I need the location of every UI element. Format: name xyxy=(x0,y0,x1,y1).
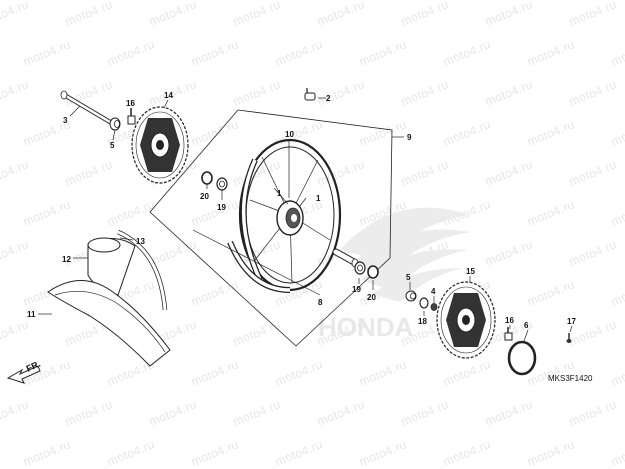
screw-part xyxy=(566,333,572,343)
callout-9: 9 xyxy=(407,133,412,142)
bearing-upper xyxy=(216,177,228,191)
pulser-ring xyxy=(507,340,537,376)
callout-16-right: 16 xyxy=(505,316,514,325)
callout-16-top: 16 xyxy=(126,99,135,108)
callout-19-bottom: 19 xyxy=(352,285,361,294)
diagram-code: MKS3F1420 xyxy=(548,374,593,383)
callout-10: 10 xyxy=(285,130,294,139)
distance-collar xyxy=(332,248,359,268)
tube-part xyxy=(87,237,136,296)
callout-4: 4 xyxy=(431,287,436,296)
callout-13: 13 xyxy=(136,237,145,246)
callout-1-right: 1 xyxy=(316,194,321,203)
rim-band-part xyxy=(117,229,168,311)
callout-19-top: 19 xyxy=(217,203,226,212)
brake-disc-right xyxy=(436,281,496,359)
dust-seal-upper xyxy=(201,171,213,185)
callout-17: 17 xyxy=(567,317,576,326)
axle-part xyxy=(60,90,113,125)
callout-11: 11 xyxy=(27,310,36,319)
brake-disc-left xyxy=(131,106,189,184)
collar-part-top xyxy=(109,117,121,131)
bolt-part-top xyxy=(127,108,136,125)
callout-15: 15 xyxy=(466,267,475,276)
callout-2: 2 xyxy=(326,94,331,103)
callout-12: 12 xyxy=(62,255,71,264)
callout-20-bottom: 20 xyxy=(367,293,376,302)
nut-part xyxy=(430,303,438,311)
bearing-lower xyxy=(354,261,366,275)
leader-lines xyxy=(38,97,573,342)
callout-18: 18 xyxy=(418,317,427,326)
callout-5-top: 5 xyxy=(110,141,115,150)
honda-brand-text: HONDA xyxy=(318,312,414,342)
dust-seal-lower xyxy=(367,265,379,279)
wheel-rim xyxy=(227,138,342,293)
callout-3: 3 xyxy=(63,116,68,125)
assembly-outline xyxy=(149,109,393,347)
valve-part xyxy=(304,88,316,101)
callout-8: 8 xyxy=(318,298,323,307)
collar-part-right xyxy=(405,290,417,302)
washer-part xyxy=(419,297,429,309)
front-direction-arrow: FR. xyxy=(6,359,42,384)
honda-wing-logo xyxy=(340,207,470,302)
callout-1-left: 1 xyxy=(277,189,282,198)
callout-6: 6 xyxy=(524,321,529,330)
callout-5-right: 5 xyxy=(406,273,411,282)
callout-14: 14 xyxy=(164,91,173,100)
bolt-part-right xyxy=(504,327,513,341)
callout-20-top: 20 xyxy=(200,192,209,201)
tire-part xyxy=(47,280,171,367)
